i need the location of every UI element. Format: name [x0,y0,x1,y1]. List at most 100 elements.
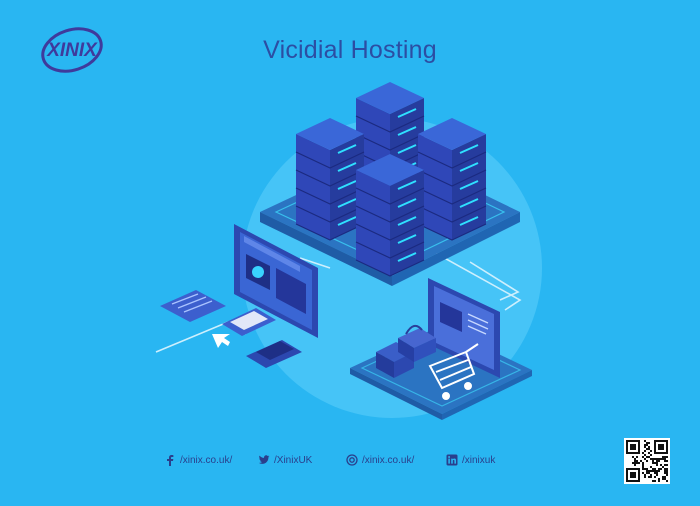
server-unit-divider [295,223,365,241]
cursor-icon [212,334,230,348]
server-tower-left-face [418,134,452,240]
server-status-light [337,216,357,226]
qr-module [646,468,648,470]
qr-module [652,458,654,460]
qr-module [638,462,640,464]
qr-module [664,468,666,470]
qr-module [664,456,666,458]
qr-module [656,462,658,464]
qr-module [658,460,660,462]
qr-module [652,470,654,472]
qr-module [650,450,652,452]
qr-module [644,454,646,456]
qr-module [650,470,652,472]
server-status-light [459,216,479,226]
server-tower-left-face [296,134,330,240]
logo-wordmark: XINIX [46,40,98,61]
qr-module [632,462,634,464]
qr-module [664,470,666,472]
qr-module [652,480,654,482]
qr-module [666,472,668,474]
instagram-icon [346,454,358,466]
qr-module [662,478,664,480]
qr-module [642,452,644,454]
social-twitter[interactable]: /XinixUK [258,454,312,466]
server-unit-divider [355,115,425,133]
qr-module [656,458,658,460]
qr-module [662,458,664,460]
server-unit-divider [417,187,487,205]
qr-module [632,456,634,458]
server-unit-divider [417,169,487,187]
qr-module [666,468,668,470]
qr-module [648,472,650,474]
server-tower-right-face [452,134,486,240]
qr-module [664,464,666,466]
qr-module [656,460,658,462]
qr-module [656,470,658,472]
qr-module [654,468,656,470]
social-instagram[interactable]: /xinix.co.uk/ [346,454,414,466]
qr-module [636,456,638,458]
qr-module [648,470,650,472]
qr-module [654,480,656,482]
shopping-cart-icon [428,343,479,400]
qr-module [656,472,658,474]
server-unit-divider [417,205,487,223]
qr-module [654,476,656,478]
qr-module [648,456,650,458]
qr-module [650,476,652,478]
server-status-light [337,180,357,190]
qr-module [642,464,644,466]
qr-module [642,456,644,458]
qr-module [666,470,668,472]
qr-module [662,466,664,468]
social-facebook[interactable]: /xinix.co.uk/ [164,454,232,466]
qr-module [662,456,664,458]
qr-module [644,474,646,476]
qr-module [634,464,636,466]
qr-code[interactable] [624,438,670,484]
qr-module [664,458,666,460]
qr-module [636,462,638,464]
qr-module [650,454,652,456]
qr-module [646,444,648,446]
qr-module [648,442,650,444]
social-handle: /xinix.co.uk/ [362,454,415,466]
qr-module [644,458,646,460]
qr-module [666,474,668,476]
qr-module [662,476,664,478]
floating-panels [160,290,302,368]
qr-module [654,462,656,464]
server-status-light [337,144,357,154]
shop-monitor [428,278,500,378]
qr-module [654,470,656,472]
server-unit-divider [355,241,425,259]
qr-module [660,464,662,466]
qr-module [644,450,646,452]
qr-module [648,446,650,448]
qr-module [664,472,666,474]
play-icon [252,266,264,278]
server-status-light [459,162,479,172]
qr-module [634,458,636,460]
server-tower-right-face [390,170,424,276]
qr-module [654,458,656,460]
qr-module [654,472,656,474]
server-unit-divider [417,223,487,241]
qr-module [644,468,646,470]
qr-module [646,448,648,450]
left-dashboard [234,224,318,338]
qr-module [666,460,668,462]
qr-module [630,444,636,450]
server-status-light [397,108,417,118]
qr-module [642,462,644,464]
shopping-items [376,324,436,378]
server-status-light [397,216,417,226]
server-status-light [459,144,479,154]
social-handle: /xinixuk [462,454,496,466]
qr-module [646,472,648,474]
social-linkedin[interactable]: /xinixuk [446,454,495,466]
social-handle: /XinixUK [274,454,313,466]
server-tower-right-face [330,134,364,240]
